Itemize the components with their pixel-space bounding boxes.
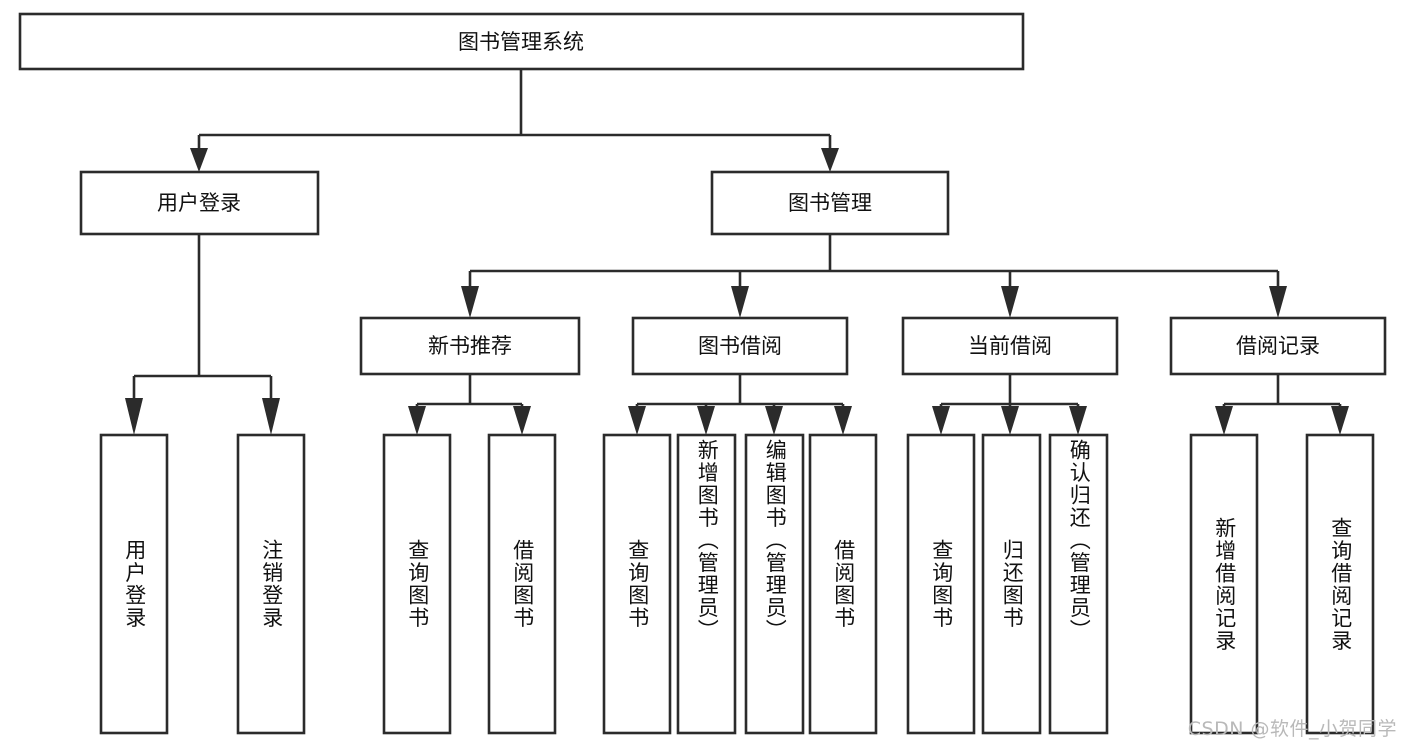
arrowhead-user-login: [190, 148, 208, 172]
node-user-login[interactable]: 用户登录: [79, 170, 320, 236]
watermark-text: CSDN @软件_小贺同学: [1187, 718, 1397, 740]
node-borrow-record-box[interactable]: [1169, 316, 1387, 376]
node-borrow-box[interactable]: [631, 316, 849, 376]
node-borrow-label: 图书借阅: [698, 334, 782, 358]
leaf-box-6[interactable]: [676, 433, 737, 735]
node-root-title-label: 图书管理系统: [458, 30, 584, 54]
arrowhead-leaf-3: [408, 406, 426, 435]
node-current-borrow-label: 当前借阅: [968, 334, 1052, 358]
arrowhead-leaf-12: [1215, 406, 1233, 435]
node-borrow[interactable]: 图书借阅: [631, 316, 849, 376]
node-borrow-record[interactable]: 借阅记录: [1169, 316, 1387, 376]
node-book-manage-box[interactable]: [710, 170, 950, 236]
leaf-box-12[interactable]: [1189, 433, 1259, 735]
leaf-box-1[interactable]: [99, 433, 169, 735]
arrowhead-leaf-9: [932, 406, 950, 435]
arrowhead-leaf-5: [628, 406, 646, 435]
arrowhead-leaf-6: [697, 406, 715, 435]
arrowhead-borrow: [731, 286, 749, 318]
leaf-box-13[interactable]: [1305, 433, 1375, 735]
node-new-book[interactable]: 新书推荐: [359, 316, 581, 376]
arrowhead-current: [1001, 286, 1019, 318]
leaf-box-4[interactable]: [487, 433, 557, 735]
arrowhead-leaf-4: [513, 406, 531, 435]
leaf-box-9[interactable]: [906, 433, 976, 735]
arrowhead-leaf-7: [765, 406, 783, 435]
connector-group: [125, 69, 1349, 435]
arrowhead-leaf-13: [1331, 406, 1349, 435]
node-current-borrow[interactable]: 当前借阅: [901, 316, 1119, 376]
arrowhead-leaf-8: [834, 406, 852, 435]
node-new-book-box[interactable]: [359, 316, 581, 376]
node-root-title[interactable]: 图书管理系统: [18, 12, 1025, 71]
node-borrow-record-label: 借阅记录: [1236, 334, 1320, 358]
leaf-box-5[interactable]: [602, 433, 672, 735]
node-current-borrow-box[interactable]: [901, 316, 1119, 376]
node-user-login-label: 用户登录: [157, 191, 241, 215]
leaf-box-8[interactable]: [808, 433, 878, 735]
leaf-box-11[interactable]: [1048, 433, 1109, 735]
leaf-box-10[interactable]: [981, 433, 1042, 735]
node-new-book-label: 新书推荐: [428, 334, 512, 358]
leaf-box-3[interactable]: [382, 433, 452, 735]
arrowhead-leaf-10: [1001, 406, 1019, 435]
leaf-box-group: [99, 433, 1375, 735]
node-book-manage[interactable]: 图书管理: [710, 170, 950, 236]
leaf-box-7[interactable]: [744, 433, 805, 735]
leaf-box-2[interactable]: [236, 433, 306, 735]
node-root-title-box[interactable]: [18, 12, 1025, 71]
node-book-manage-label: 图书管理: [788, 191, 872, 215]
node-user-login-box[interactable]: [79, 170, 320, 236]
arrowhead-leaf-1: [125, 398, 143, 435]
arrowhead-new-book: [461, 286, 479, 318]
arrowhead-book-manage: [821, 148, 839, 172]
arrowhead-leaf-11: [1069, 406, 1087, 435]
arrowhead-leaf-2: [262, 398, 280, 435]
arrowhead-record: [1269, 286, 1287, 318]
